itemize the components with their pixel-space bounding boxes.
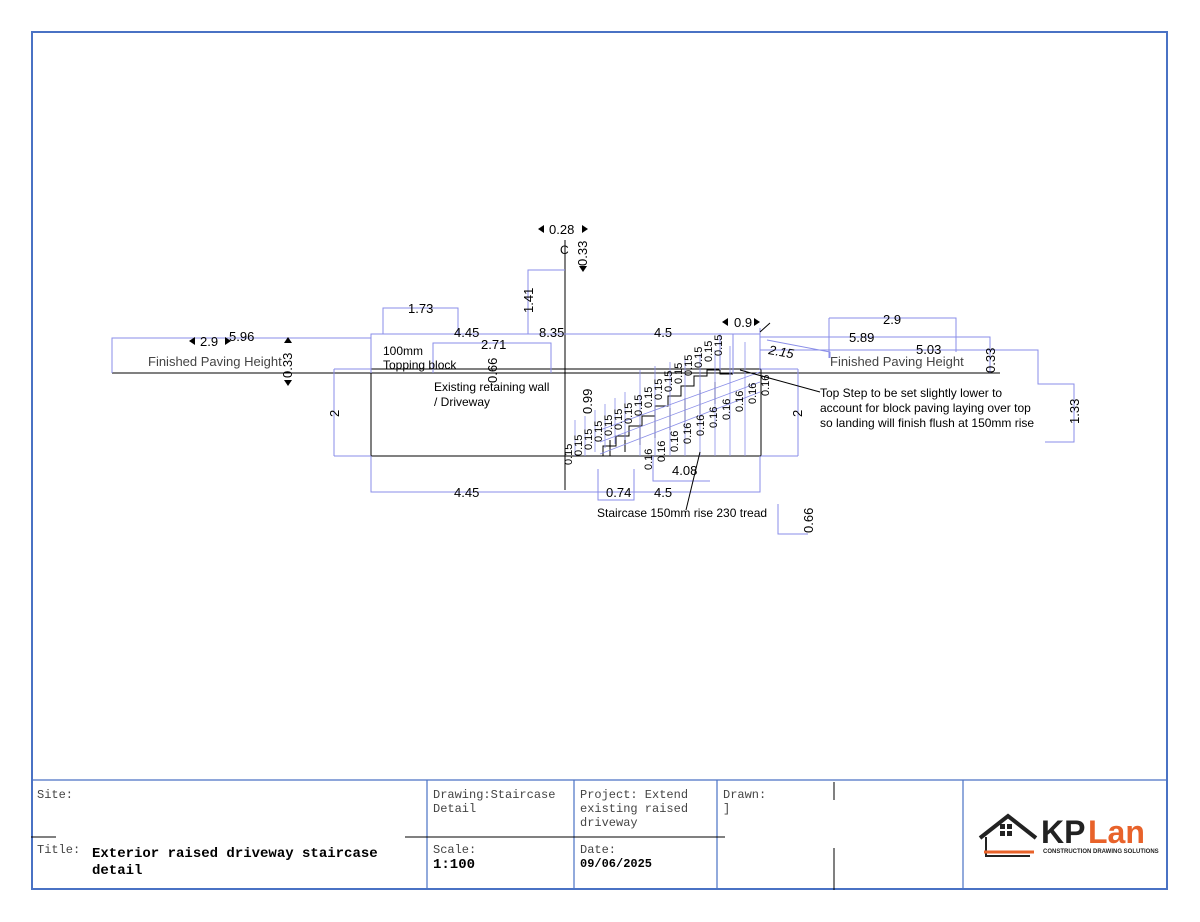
project-line-2: existing raised xyxy=(580,802,689,816)
title-block-grid xyxy=(31,779,1168,890)
step-dim-rise: 0.15 xyxy=(593,421,605,442)
dim-4-08: 4.08 xyxy=(672,463,697,478)
topping-label-2: Topping block xyxy=(383,358,457,372)
topping-label-1: 100mm xyxy=(383,344,423,358)
dim-2-9-left: 2.9 xyxy=(200,334,218,349)
step-dim-rise: 0.15 xyxy=(623,403,635,424)
step-dim-rise: 0.15 xyxy=(643,387,655,408)
drawn-label: Drawn: xyxy=(723,788,767,802)
retaining-wall-outline xyxy=(370,368,762,457)
dimension-arrows xyxy=(189,225,760,386)
step-dim-rise: 0.15 xyxy=(673,363,685,384)
note-line-1: Top Step to be set slightly lower to xyxy=(820,386,1002,400)
dim-2-9-right: 2.9 xyxy=(883,312,901,327)
dim-0-66-right: 0.66 xyxy=(801,508,816,533)
date-value: 09/06/2025 xyxy=(580,857,653,871)
dim-4-45-top: 4.45 xyxy=(454,325,479,340)
step-dim-rise: 0.15 xyxy=(653,379,665,400)
wall-label-1: Existing retaining wall xyxy=(434,380,549,394)
dim-4-5-top: 4.5 xyxy=(654,325,672,340)
leader-lines xyxy=(685,322,821,511)
step-dim-rise: 0.15 xyxy=(663,371,675,392)
dim-0-9: 0.9 xyxy=(734,315,752,330)
step-dim-rise: 0.15 xyxy=(683,355,695,376)
finished-paving-label-left: Finished Paving Height xyxy=(148,354,282,369)
title-block-inner-lines xyxy=(31,782,835,890)
dim-5-89: 5.89 xyxy=(849,330,874,345)
project-line-1: Project: Extend xyxy=(580,788,689,802)
drawing-frame xyxy=(31,31,1168,890)
title-block: Site: Drawing:Staircase Detail Project: … xyxy=(31,780,1168,890)
dim-0-66-mid: 0.66 xyxy=(485,358,500,383)
centre-marker: C xyxy=(560,243,569,257)
scale-value: 1:100 xyxy=(433,857,476,873)
step-dim-rise: 0.15 xyxy=(563,444,575,465)
dimension-lines xyxy=(111,269,1075,535)
dim-0-28: 0.28 xyxy=(549,222,574,237)
drawing-line-2: Detail xyxy=(433,802,477,816)
logo-lan-text: Lan xyxy=(1088,814,1145,850)
title-line-2: detail xyxy=(92,863,143,879)
step-dim-rise: 0.15 xyxy=(693,347,705,368)
step-dim-rise: 0.15 xyxy=(613,409,625,430)
logo-kp-text: KP xyxy=(1041,814,1086,850)
dim-5-96: 5.96 xyxy=(229,329,254,344)
staircase-label: Staircase 150mm rise 230 tread xyxy=(597,506,767,520)
logo-house-icon xyxy=(978,813,1038,857)
project-line-3: driveway xyxy=(580,816,638,830)
dim-1-41: 1.41 xyxy=(521,288,536,313)
drawing-field: Drawing:Staircase Detail xyxy=(433,788,555,816)
step-dim-tread: 0.16 xyxy=(695,415,707,436)
dim-2-right: 2 xyxy=(790,410,805,417)
logo-tagline: CONSTRUCTION DRAWING SOLUTIONS xyxy=(1043,849,1159,855)
step-dim-tread: 0.16 xyxy=(643,449,655,470)
step-dim-rise: 0.15 xyxy=(573,435,585,456)
date-label: Date: xyxy=(580,843,617,857)
step-dim-tread: 0.16 xyxy=(656,441,668,462)
dim-2-left: 2 xyxy=(327,410,342,417)
dim-8-35: 8.35 xyxy=(539,325,564,340)
step-dim-tread: 0.16 xyxy=(669,431,681,452)
title-value: Exterior raised driveway staircase detai… xyxy=(92,846,378,880)
dim-0-33-top: 0.33 xyxy=(575,241,590,266)
step-dim-rise: 0.15 xyxy=(713,335,725,356)
finished-paving-label-right: Finished Paving Height xyxy=(830,354,964,369)
drawn-field: Drawn: ] xyxy=(723,788,766,816)
dim-2-15: 2.15 xyxy=(766,342,795,361)
dim-1-33: 1.33 xyxy=(1067,399,1082,424)
site-label: Site: xyxy=(37,788,74,802)
drawn-value: ] xyxy=(723,802,731,816)
step-dim-tread: 0.16 xyxy=(708,407,720,428)
step-dim-rise: 0.15 xyxy=(603,415,615,436)
wall-label-2: / Driveway xyxy=(434,395,490,409)
drawing-line-1: Drawing:Staircase xyxy=(433,788,556,802)
scale-label: Scale: xyxy=(433,843,477,857)
dim-0-33-left: 0.33 xyxy=(280,353,295,378)
title-label: Title: xyxy=(37,843,81,857)
dim-2-71: 2.71 xyxy=(481,337,506,352)
dim-5-03: 5.03 xyxy=(916,342,941,357)
title-line-1: Exterior raised driveway staircase xyxy=(92,846,378,862)
step-dim-tread: 0.16 xyxy=(682,423,694,444)
dim-0-74: 0.74 xyxy=(606,485,631,500)
step-dim-rise: 0.15 xyxy=(703,341,715,362)
dim-1-73: 1.73 xyxy=(408,301,433,316)
project-field: Project: Extend existing raised driveway xyxy=(580,788,688,830)
step-dim-rise: 0.15 xyxy=(633,395,645,416)
note-line-2: account for block paving laying over top xyxy=(820,401,1031,415)
stair-dimension-lines xyxy=(574,342,761,456)
step-dim-tread: 0.16 xyxy=(734,391,746,412)
dim-4-5-bottom: 4.5 xyxy=(654,485,672,500)
step-dim-rise: 0.15 xyxy=(583,429,595,450)
note-line-3: so landing will finish flush at 150mm ri… xyxy=(820,416,1034,430)
dim-4-45-bottom: 4.45 xyxy=(454,485,479,500)
step-dim-tread: 0.16 xyxy=(760,375,772,396)
step-dim-tread: 0.16 xyxy=(721,399,733,420)
dim-0-99: 0.99 xyxy=(580,389,595,414)
step-dim-tread: 0.16 xyxy=(747,383,759,404)
dim-0-33-right: 0.33 xyxy=(983,348,998,373)
